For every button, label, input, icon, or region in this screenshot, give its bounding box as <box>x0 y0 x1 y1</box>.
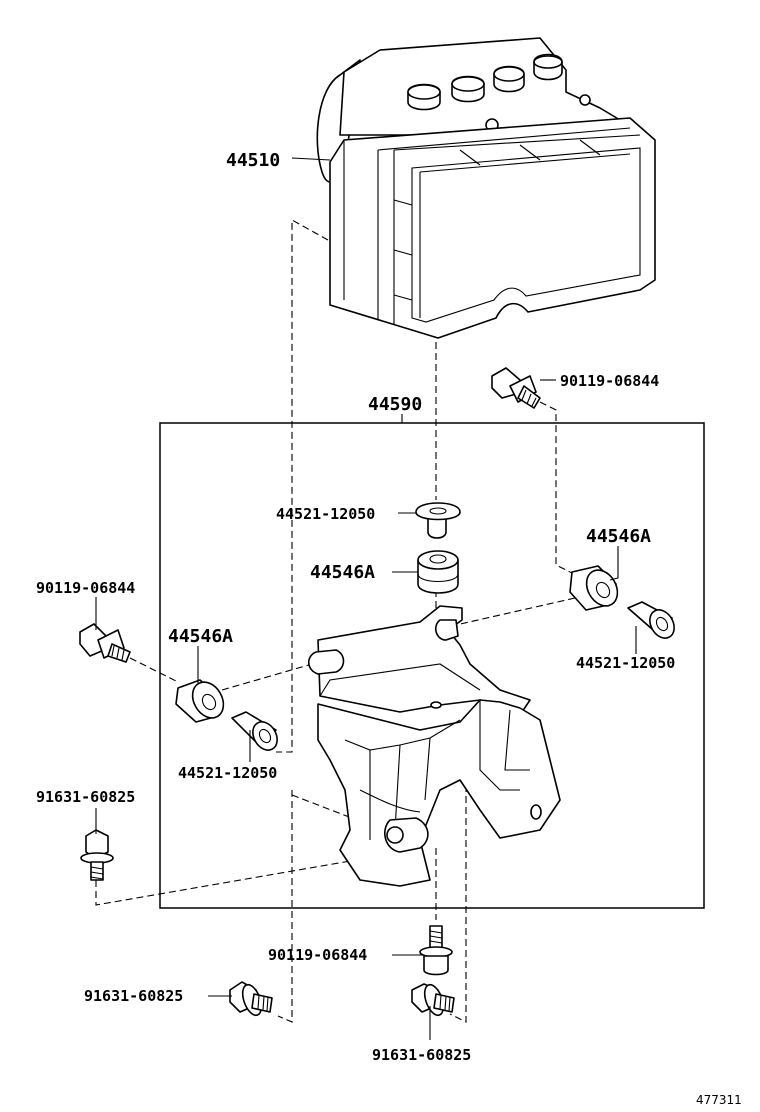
bolt-left <box>79 623 131 663</box>
label-collar-right: 44521-12050 <box>576 654 675 672</box>
label-actuator: 44510 <box>226 150 280 171</box>
collar-right <box>627 601 675 639</box>
cushion-left <box>175 679 225 723</box>
actuator-bracket <box>307 605 561 887</box>
valve-caps <box>407 53 563 111</box>
flange-bolt-bottom-center <box>411 983 455 1017</box>
label-cushion-right: 44546A <box>586 526 651 547</box>
label-flange-bolt-left: 91631-60825 <box>36 788 135 806</box>
label-collar-left: 44521-12050 <box>178 764 277 782</box>
part-labels: 44510 44590 90119-06844 44521-12050 4454… <box>36 150 675 1064</box>
leader-lines <box>95 157 637 1040</box>
figure-number: 477311 <box>696 1093 742 1107</box>
collar-left <box>231 711 278 751</box>
label-bolt-top-right: 90119-06844 <box>560 372 659 390</box>
assembly-dashed-lines <box>95 219 577 1023</box>
cushion-right <box>569 565 619 611</box>
collar-center <box>415 502 461 539</box>
label-collar-center: 44521-12050 <box>276 505 375 523</box>
label-flange-bolt-bottom-center: 91631-60825 <box>372 1046 471 1064</box>
abs-actuator <box>316 37 656 339</box>
cushion-center <box>417 550 459 594</box>
label-cushion-center: 44546A <box>310 562 375 583</box>
label-bolt-left: 90119-06844 <box>36 579 135 597</box>
bracket-assembly-frame <box>159 422 705 909</box>
flange-bolt-bottom-left <box>229 981 273 1017</box>
label-bracket-assembly: 44590 <box>368 394 422 415</box>
label-flange-bolt-bottom-left: 91631-60825 <box>84 987 183 1005</box>
label-cushion-left: 44546A <box>168 626 233 647</box>
label-bolt-bottom-center: 90119-06844 <box>268 946 367 964</box>
bolt-bottom-center <box>419 925 453 976</box>
bolt-top-right <box>491 367 541 409</box>
flange-bolt-left <box>80 829 114 881</box>
